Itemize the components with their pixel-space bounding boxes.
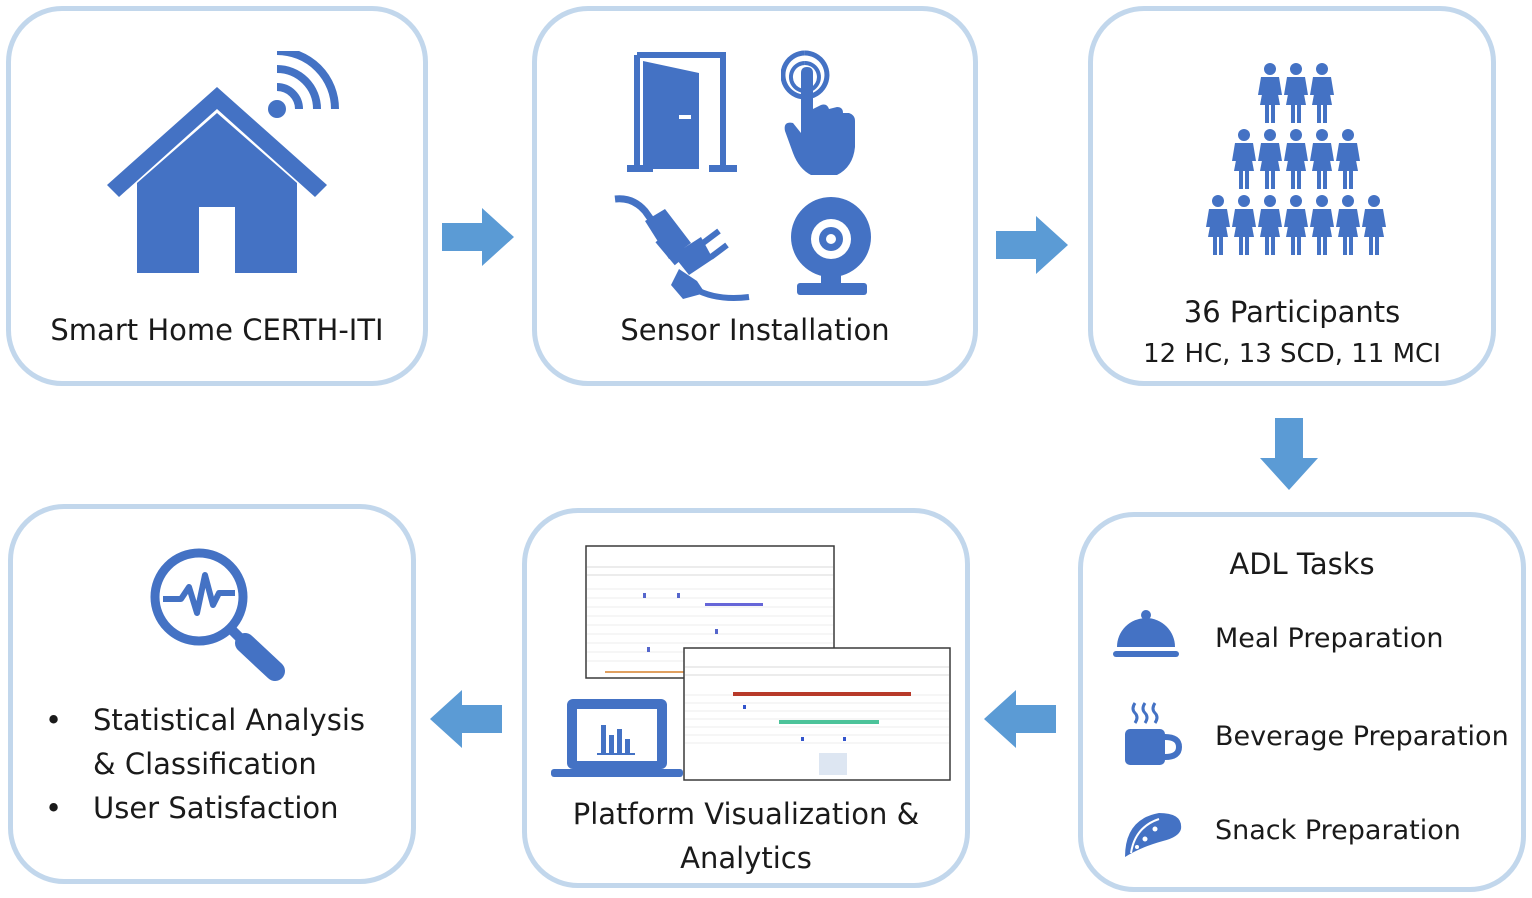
arrow-left-2 xyxy=(430,690,502,748)
adl-tasks-box: ADL Tasks Meal Preparation Beverage Prep… xyxy=(1078,512,1526,892)
bullet-dot-2: • xyxy=(45,791,63,825)
bullet-1-line1: Statistical Analysis xyxy=(93,703,365,737)
person-figure xyxy=(1258,129,1282,189)
participants-box: 36 Participants 12 HC, 13 SCD, 11 MCI xyxy=(1088,6,1496,386)
person-figure xyxy=(1284,63,1308,123)
adl-task-beverage: Beverage Preparation xyxy=(1215,721,1509,752)
person-figure xyxy=(1258,195,1282,255)
arrow-right-2 xyxy=(996,216,1068,274)
door-icon xyxy=(627,52,737,172)
cloche-icon xyxy=(1113,610,1179,657)
sensor-installation-label: Sensor Installation xyxy=(620,313,890,347)
sensor-installation-box: Sensor Installation xyxy=(532,6,978,386)
person-figure xyxy=(1336,129,1360,189)
person-figure xyxy=(1232,195,1256,255)
person-figure xyxy=(1258,63,1282,123)
participants-title: 36 Participants xyxy=(1183,295,1401,329)
hot-mug-icon xyxy=(1125,702,1183,765)
arrow-right-1 xyxy=(442,208,514,266)
arrow-down xyxy=(1260,418,1318,490)
platform-label-line2: Analytics xyxy=(680,841,812,875)
smart-home-wifi-icon xyxy=(107,51,339,273)
person-figure xyxy=(1232,129,1256,189)
platform-box: Platform Visualization & Analytics xyxy=(522,508,970,888)
platform-screenshot-front xyxy=(683,647,951,781)
person-figure xyxy=(1310,129,1334,189)
smart-home-box: Smart Home CERTH-ITI xyxy=(6,6,428,386)
person-figure xyxy=(1206,195,1230,255)
participants-subtitle: 12 HC, 13 SCD, 11 MCI xyxy=(1143,339,1441,369)
magnifier-pulse-icon xyxy=(150,548,285,681)
person-figure xyxy=(1284,195,1308,255)
bullet-2-line1: User Satisfaction xyxy=(93,791,339,825)
arrow-left-1 xyxy=(984,690,1056,748)
person-figure xyxy=(1310,195,1334,255)
bullet-dot-1: • xyxy=(45,703,63,737)
platform-label-line1: Platform Visualization & xyxy=(572,797,920,831)
person-figure xyxy=(1284,129,1308,189)
webcam-icon xyxy=(791,197,871,295)
adl-title: ADL Tasks xyxy=(1229,547,1375,581)
laptop-chart-icon xyxy=(551,699,683,777)
person-figure xyxy=(1310,63,1334,123)
adl-task-meal: Meal Preparation xyxy=(1215,623,1444,654)
analysis-box: • Statistical Analysis & Classification … xyxy=(8,504,416,884)
plug-icon xyxy=(614,195,750,301)
people-pyramid-icon xyxy=(1206,63,1386,255)
smart-home-label: Smart Home CERTH-ITI xyxy=(50,313,384,347)
touch-icon xyxy=(781,50,855,175)
person-figure xyxy=(1362,195,1386,255)
person-figure xyxy=(1336,195,1360,255)
taco-icon xyxy=(1125,813,1182,857)
bullet-1-line2: & Classification xyxy=(93,747,317,781)
adl-task-snack: Snack Preparation xyxy=(1215,815,1461,846)
